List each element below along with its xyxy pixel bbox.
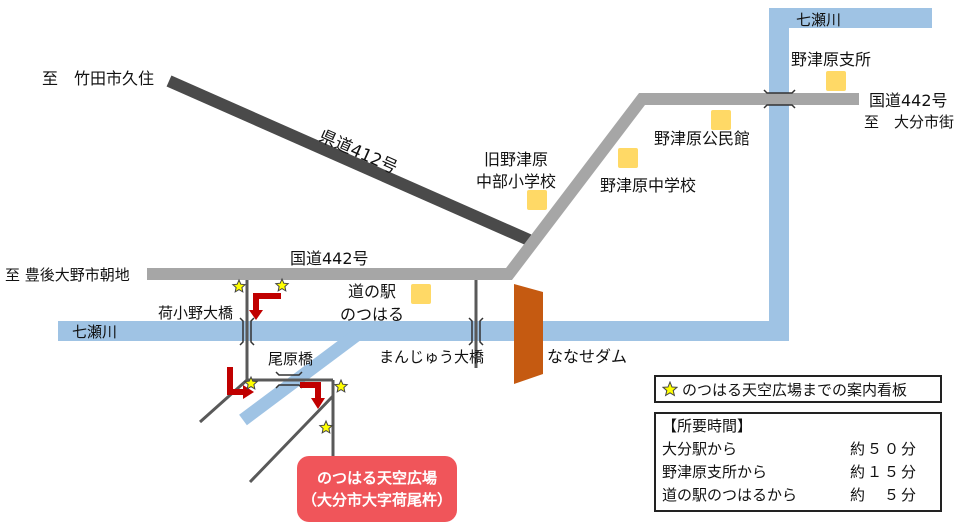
arrow-3-icon bbox=[300, 382, 321, 402]
destination-box: のつはる天空広場 （大分市大字荷尾杵） bbox=[297, 456, 457, 522]
destination-address: （大分市大字荷尾杵） bbox=[301, 491, 452, 509]
travel-time-value: 約５０分 bbox=[850, 440, 919, 458]
travel-time-row: 大分駅から 約５０分 bbox=[662, 438, 934, 461]
facility-junior-high bbox=[618, 148, 638, 168]
arrow-2-head-icon bbox=[243, 385, 254, 399]
travel-time-place: 野津原支所から bbox=[662, 463, 768, 481]
label-to-bungo-ono: 至 豊後大野市朝地 bbox=[5, 266, 130, 284]
bridge-marks bbox=[239, 89, 796, 389]
facility-michinoeki bbox=[411, 284, 431, 304]
label-kyu-school-2: 中部小学校 bbox=[476, 172, 556, 191]
label-community-hall: 野津原公民館 bbox=[654, 129, 750, 148]
river-nanase bbox=[58, 8, 932, 426]
local-roads bbox=[199, 280, 478, 484]
label-kokudo-442-right: 国道442号 bbox=[869, 91, 948, 110]
label-river-left: 七瀬川 bbox=[72, 323, 117, 341]
river-tributary-line bbox=[239, 325, 366, 426]
river-main-line bbox=[58, 8, 932, 341]
travel-time-value: 約 ５分 bbox=[850, 486, 919, 504]
travel-time-row: 道の駅のつはるから 約 ５分 bbox=[662, 484, 934, 507]
travel-time-place: 大分駅から bbox=[662, 440, 738, 458]
bridge-mark-kokudo bbox=[763, 89, 796, 109]
sign-star-icon bbox=[274, 277, 290, 292]
label-river-top: 七瀬川 bbox=[796, 11, 841, 29]
sign-star-icon bbox=[243, 375, 259, 390]
bridge-mark-manju bbox=[468, 317, 484, 346]
label-nanase-dam: ななせダム bbox=[547, 347, 627, 366]
label-nikono-bridge: 荷小野大橋 bbox=[158, 304, 233, 322]
label-michinoeki-2: のつはる bbox=[340, 305, 404, 324]
label-kyu-school-1: 旧野津原 bbox=[484, 150, 548, 169]
label-manju-bridge: まんじゅう大橋 bbox=[379, 348, 484, 366]
label-obara-bridge: 尾原橋 bbox=[268, 350, 313, 368]
direction-arrows bbox=[227, 293, 325, 409]
sign-star-icon bbox=[318, 419, 334, 434]
nanase-dam-shape bbox=[514, 284, 543, 384]
label-to-oita-city: 至 大分市街 bbox=[864, 113, 954, 131]
facility-kyu-school bbox=[527, 190, 547, 210]
arrow-3-head-icon bbox=[311, 398, 325, 409]
label-to-taketa: 至 竹田市久住 bbox=[42, 69, 154, 88]
sign-star-icon bbox=[231, 278, 247, 293]
travel-time-place: 道の駅のつはるから bbox=[662, 486, 798, 504]
legend-box: のつはる天空広場までの案内看板 bbox=[654, 375, 942, 403]
legend-text: のつはる天空広場までの案内看板 bbox=[682, 380, 908, 399]
travel-times-title: 【所要時間】 bbox=[662, 417, 753, 435]
prefectural-road-412 bbox=[166, 75, 532, 246]
national-road-442 bbox=[147, 93, 859, 280]
sign-star-icon bbox=[333, 378, 349, 393]
travel-time-row: 野津原支所から 約１５分 bbox=[662, 461, 934, 484]
sign-stars bbox=[231, 277, 349, 434]
facility-notsuharu-branch bbox=[826, 71, 846, 91]
arrow-1-head-icon bbox=[249, 310, 263, 320]
sign-star-icon bbox=[662, 381, 678, 397]
travel-times-box: 【所要時間】 大分駅から 約５０分 野津原支所から 約１５分 道の駅のつはるから… bbox=[654, 412, 942, 512]
bridge-mark-nikono bbox=[239, 317, 255, 346]
facility-markers bbox=[411, 71, 846, 304]
label-notsuharu-branch: 野津原支所 bbox=[791, 50, 871, 69]
local-road-southwest bbox=[248, 394, 335, 484]
label-michinoeki-1: 道の駅 bbox=[348, 282, 396, 301]
label-junior-high: 野津原中学校 bbox=[600, 176, 696, 195]
travel-time-value: 約１５分 bbox=[850, 463, 919, 481]
destination-name: のつはる天空広場 bbox=[316, 469, 437, 487]
arrow-2-icon bbox=[227, 367, 245, 395]
label-kokudo-442-left: 国道442号 bbox=[290, 249, 369, 268]
local-road-west bbox=[199, 280, 249, 424]
facility-community-hall bbox=[711, 110, 731, 130]
arrow-1-icon bbox=[253, 293, 281, 314]
